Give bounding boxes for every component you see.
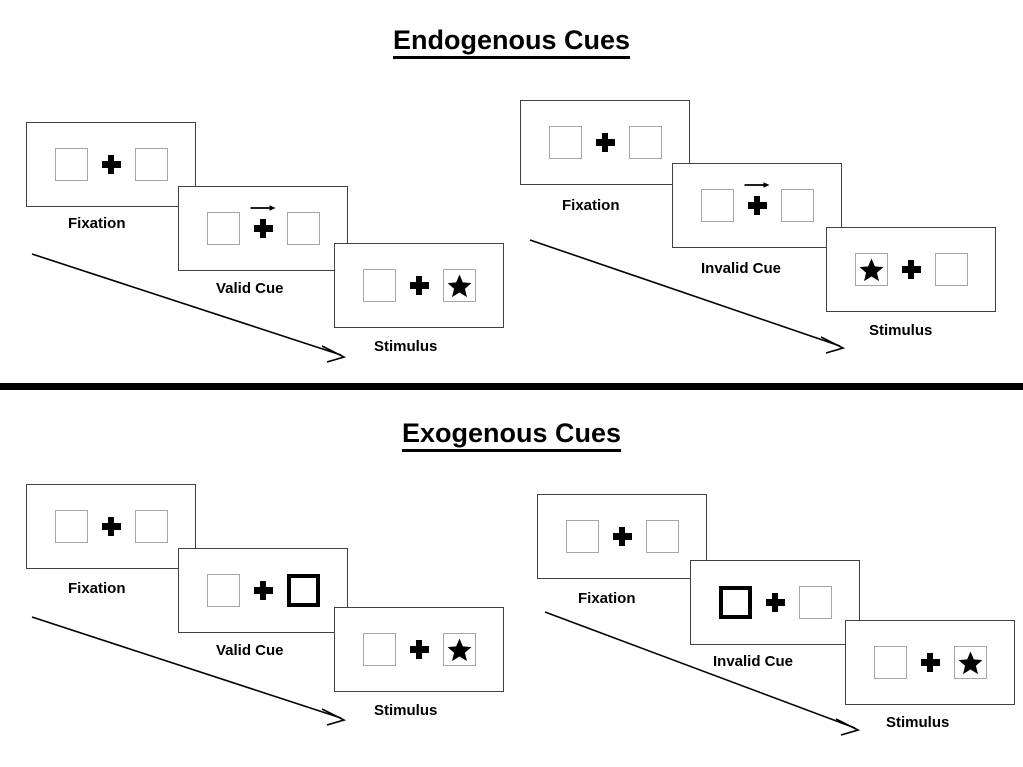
caption-exogenous-invalid-cue: Invalid Cue [713, 653, 794, 670]
target-box-right [442, 633, 476, 666]
panel-content [206, 205, 320, 245]
caption-endogenous-invalid-stimulus: Stimulus [869, 322, 933, 339]
plus-icon [409, 276, 429, 295]
section-title-endogenous: Endogenous Cues [0, 25, 1023, 59]
panel-content [700, 182, 814, 222]
time-flow-arrow-icon-endogenous-invalid [528, 236, 853, 356]
caption-endogenous-invalid-cue: Invalid Cue [701, 260, 782, 277]
target-box-left [206, 212, 240, 245]
panel-content [362, 269, 476, 302]
target-box-right [134, 148, 168, 181]
target-box-left [700, 189, 734, 222]
target-box-left [565, 520, 599, 553]
target-box-right [628, 126, 662, 159]
plus-icon [101, 155, 121, 174]
panel-exogenous-invalid-stimulus [845, 620, 1015, 705]
target-box-right [934, 253, 968, 286]
target-box-right [134, 510, 168, 543]
panel-content [565, 520, 679, 553]
caption-endogenous-valid-stimulus: Stimulus [374, 338, 438, 355]
panel-exogenous-invalid-fixation [537, 494, 707, 579]
target-box-left [362, 269, 396, 302]
panel-content [873, 646, 987, 679]
plus-icon [101, 517, 121, 536]
arrow-right-icon [250, 204, 277, 214]
panel-content [548, 126, 662, 159]
section-title-exogenous-text: Exogenous Cues [401, 418, 622, 452]
panel-endogenous-invalid-cue [672, 163, 842, 248]
panel-content [854, 253, 968, 286]
plus-icon [250, 205, 276, 238]
target-box-left-cued [718, 586, 752, 619]
target-box-left [548, 126, 582, 159]
target-box-left [206, 574, 240, 607]
plus-icon [901, 260, 921, 279]
target-box-left [854, 253, 888, 286]
target-box-left [54, 510, 88, 543]
plus-icon [409, 640, 429, 659]
section-title-exogenous: Exogenous Cues [0, 418, 1023, 452]
target-box-right [953, 646, 987, 679]
panel-endogenous-valid-stimulus [334, 243, 504, 328]
section-title-endogenous-text: Endogenous Cues [392, 25, 630, 59]
arrow-right-icon [744, 181, 771, 191]
panel-content [362, 633, 476, 666]
target-box-right [645, 520, 679, 553]
target-box-left [54, 148, 88, 181]
panel-exogenous-valid-cue [178, 548, 348, 633]
target-box-right [442, 269, 476, 302]
plus-icon [612, 527, 632, 546]
panel-exogenous-valid-stimulus [334, 607, 504, 692]
caption-exogenous-valid-cue: Valid Cue [216, 642, 284, 659]
panel-exogenous-valid-fixation [26, 484, 196, 569]
target-box-right [286, 212, 320, 245]
plus-icon [595, 133, 615, 152]
plus-icon [253, 581, 273, 600]
target-box-left [873, 646, 907, 679]
section-divider [0, 383, 1023, 390]
panel-content [54, 148, 168, 181]
panel-endogenous-invalid-stimulus [826, 227, 996, 312]
plus-icon [765, 593, 785, 612]
plus-icon [920, 653, 940, 672]
target-box-right-cued [286, 574, 320, 607]
panel-content [718, 586, 832, 619]
caption-endogenous-invalid-fixation: Fixation [562, 197, 620, 214]
caption-endogenous-valid-fixation: Fixation [68, 215, 126, 232]
caption-exogenous-invalid-fixation: Fixation [578, 590, 636, 607]
caption-exogenous-invalid-stimulus: Stimulus [886, 714, 950, 731]
panel-endogenous-valid-cue [178, 186, 348, 271]
panel-exogenous-invalid-cue [690, 560, 860, 645]
target-box-left [362, 633, 396, 666]
panel-content [206, 574, 320, 607]
panel-endogenous-valid-fixation [26, 122, 196, 207]
caption-endogenous-valid-cue: Valid Cue [216, 280, 284, 297]
target-box-right [780, 189, 814, 222]
panel-content [54, 510, 168, 543]
caption-exogenous-valid-fixation: Fixation [68, 580, 126, 597]
target-box-right [798, 586, 832, 619]
panel-endogenous-invalid-fixation [520, 100, 690, 185]
caption-exogenous-valid-stimulus: Stimulus [374, 702, 438, 719]
plus-icon [744, 182, 770, 215]
